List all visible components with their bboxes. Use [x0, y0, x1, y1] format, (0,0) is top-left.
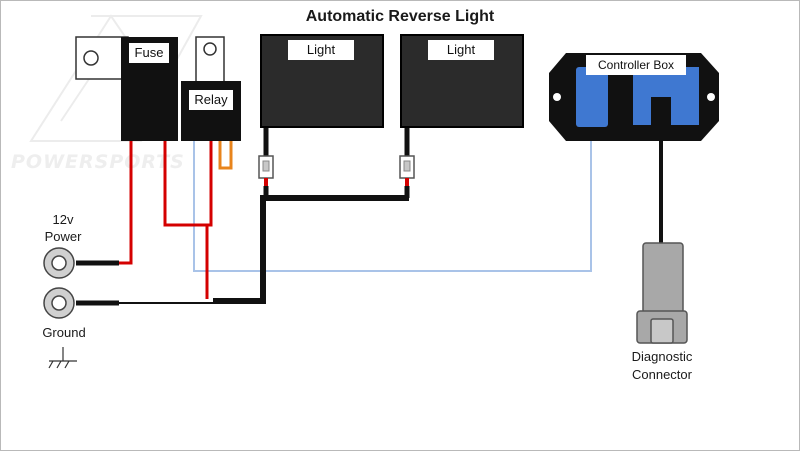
diagram-title: Automatic Reverse Light: [305, 8, 495, 25]
light-connector-right: [399, 155, 415, 186]
wire-red-power: [119, 141, 213, 299]
relay-component: [181, 36, 241, 141]
relay-label: Relay: [189, 90, 233, 110]
watermark-logo-text: POWERSPORTS: [11, 151, 185, 173]
power-label: Power: [44, 229, 82, 244]
power-voltage-label: 12v: [52, 212, 74, 227]
diagnostic-connector-component: [636, 242, 688, 344]
ground-label: Ground: [42, 325, 86, 340]
wire-orange-relay: [218, 141, 233, 170]
wire-black-ground: [76, 126, 663, 306]
light-left-label: Light: [288, 40, 354, 60]
fuse-label: Fuse: [129, 43, 169, 63]
ground-ring-terminal: [43, 287, 75, 319]
wire-blue-signal: [193, 129, 592, 272]
light-connector-left: [258, 155, 274, 186]
power-ring-terminal: [43, 247, 75, 279]
controller-box-label: Controller Box: [586, 55, 686, 75]
light-right-label: Light: [428, 40, 494, 60]
diagnostic-label-line2: Connector: [632, 367, 692, 382]
ground-symbol-icon: [48, 347, 77, 369]
diagnostic-label-line1: Diagnostic: [631, 349, 693, 364]
controller-box-component: [549, 53, 719, 141]
